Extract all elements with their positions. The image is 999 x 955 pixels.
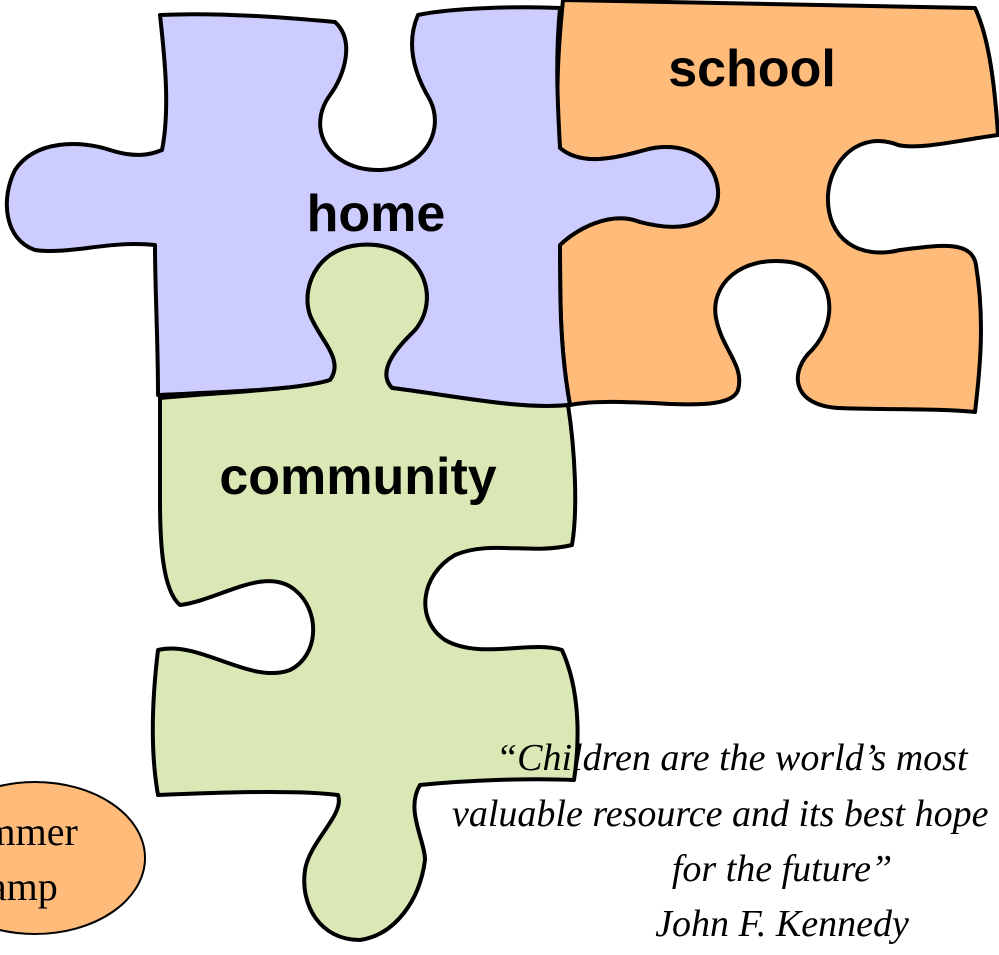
- summer-camp-line2: Camp: [0, 864, 58, 909]
- home-label: home: [307, 185, 446, 243]
- quote-line-2: valuable resource and its best hope: [452, 793, 989, 835]
- summer-camp-badge: Summer Camp: [0, 781, 146, 935]
- quote-block: “Children are the world’s most valuable …: [452, 737, 989, 945]
- quote-line-1: “Children are the world’s most: [496, 737, 969, 779]
- school-piece: school: [555, 0, 999, 414]
- school-label: school: [668, 40, 836, 98]
- summer-camp-line1: Summer: [0, 809, 78, 854]
- community-label: community: [219, 448, 496, 506]
- community-piece-shape: [150, 242, 580, 942]
- home-piece: home: [4, 5, 721, 408]
- quote-line-3: for the future”: [672, 848, 892, 890]
- summer-camp-ellipse: [0, 781, 146, 935]
- quote-author: John F. Kennedy: [655, 903, 909, 945]
- community-piece: community: [150, 242, 580, 942]
